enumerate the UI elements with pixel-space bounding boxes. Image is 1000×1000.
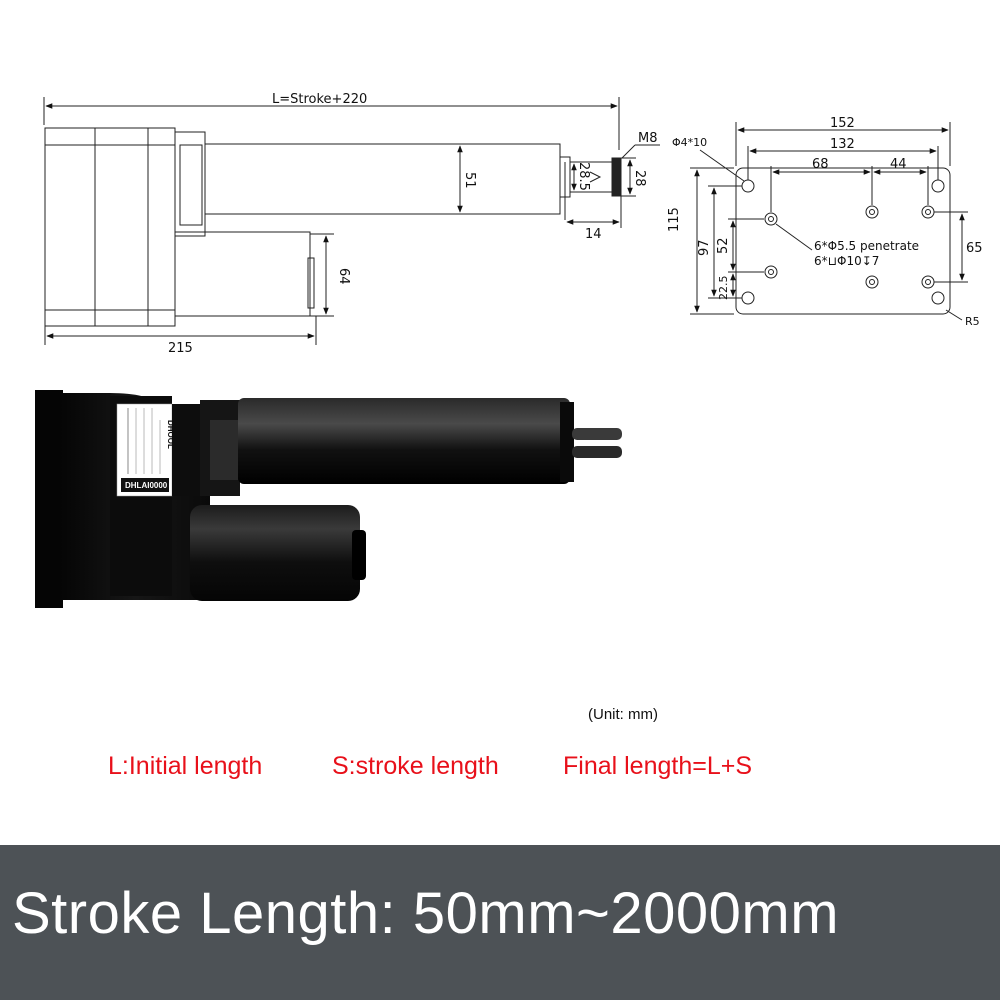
rod-end-height-label: 28 [632,170,647,187]
legend-final-length: Final length=L+S [563,752,753,780]
rod-end-width-label: 28.5 [576,162,591,191]
legend-initial-length: L:Initial length [108,752,263,780]
spacing-44-label: 44 [890,157,907,172]
stroke-length-banner-text: Stroke Length: 50mm~2000mm [12,881,840,946]
corner-radius-label: R5 [965,315,980,328]
motor-length-label: 215 [168,341,193,356]
unit-note: (Unit: mm) [588,706,658,723]
hole-note-counterbore: 6*⊔Φ10↧7 [814,254,879,268]
legend-stroke-length: S:stroke length [332,752,499,780]
product-model-label: DHLAI0000 [125,481,168,490]
stroke-length-banner [0,845,1000,1000]
small-hole-label: Φ4*10 [672,136,707,149]
height-22-5-label: 22.5 [717,276,730,301]
thread-label: M8 [638,131,658,146]
hole-note-penetrate: 6*Φ5.5 penetrate [814,239,919,253]
plate-height-label: 115 [667,207,682,232]
height-97-label: 97 [697,239,712,256]
rod-end-length-label: 14 [585,227,602,242]
tube-diameter-label: 51 [462,172,477,189]
overall-length-label: L=Stroke+220 [272,92,367,107]
spacing-65-label: 65 [966,241,983,256]
side-view-drawing [43,97,660,345]
hole-spacing-label: 132 [830,137,855,152]
motor-height-label: 64 [336,268,351,285]
product-illustration: DHOOL DHLAI0000 [35,390,622,608]
mount-plate-drawing [690,122,968,321]
plate-width-label: 152 [830,116,855,131]
product-brand-label: DHOOL [166,420,175,449]
spacing-68-label: 68 [812,157,829,172]
height-52-label: 52 [716,237,731,254]
